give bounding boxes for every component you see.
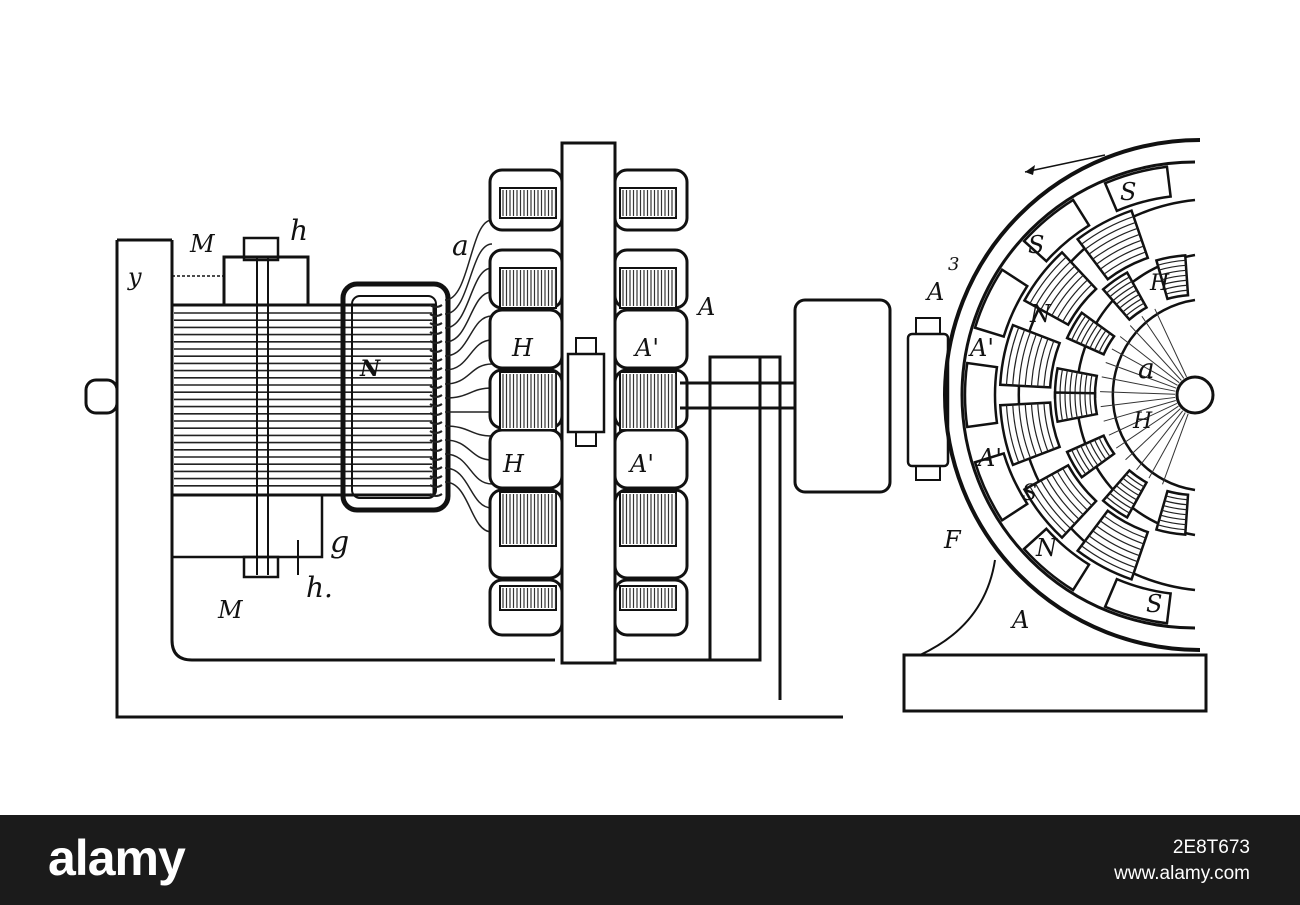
label-A1-lower: A' xyxy=(628,450,654,478)
site-url: www.alamy.com xyxy=(1114,863,1250,884)
diagram: y M h a A N H A' H A' g M h. A 3 S S N A… xyxy=(84,138,1215,719)
field-pole-blocks xyxy=(963,165,1190,625)
disk-hub-clamp xyxy=(566,352,606,434)
label-A-right: A xyxy=(696,293,715,321)
coupling xyxy=(906,332,950,468)
armature-coil-stack xyxy=(488,168,689,637)
connecting-wires xyxy=(444,219,493,533)
brand-logo: alamy xyxy=(48,830,186,886)
shaft-hub xyxy=(1175,375,1215,415)
label-A1-ring-lower: A' xyxy=(976,444,1002,472)
outer-frame-ring xyxy=(943,138,1201,652)
label-N-core: N xyxy=(359,356,381,382)
spoke-lines xyxy=(1100,308,1189,485)
label-g: g xyxy=(330,525,349,560)
label-A-ring-bottom: A xyxy=(1010,606,1029,634)
field-coil-end xyxy=(340,281,451,513)
label-a: a xyxy=(452,229,469,262)
end-view xyxy=(902,138,1215,713)
label-S-bottom: S xyxy=(1146,590,1162,618)
pulley xyxy=(793,298,892,494)
coil-windings xyxy=(429,304,443,497)
label-y: y xyxy=(127,263,142,291)
watermark-footer: alamy 2E8T673 www.alamy.com xyxy=(0,815,1300,905)
label-H-ring-upper: H xyxy=(1149,271,1170,296)
label-H-ring-lower: H xyxy=(1132,409,1153,434)
label-h-bottom: h. xyxy=(306,571,333,604)
label-M-top: M xyxy=(189,230,216,258)
label-H-lower: H xyxy=(502,450,525,478)
label-N-ring-lower: N xyxy=(1035,534,1058,562)
label-S-ring-lower: S xyxy=(1022,481,1037,506)
armature-disk xyxy=(560,141,617,665)
side-elevation-view xyxy=(84,141,892,719)
bearing-cap-top xyxy=(222,255,310,307)
label-A1-ring-upper: A' xyxy=(968,334,994,362)
end-view-base xyxy=(902,653,1208,713)
label-F: F xyxy=(943,526,962,554)
label-A3: A xyxy=(925,278,944,306)
label-h-top: h xyxy=(290,214,308,247)
image-id: 2E8T673 xyxy=(1172,837,1250,858)
lamination-lines xyxy=(174,312,432,487)
bearing-cap-bottom xyxy=(170,493,324,559)
label-H-upper: H xyxy=(511,334,534,362)
label-A1-upper: A' xyxy=(633,334,659,362)
label-S-top-right: S xyxy=(1120,178,1136,206)
label-a-center: a xyxy=(1138,352,1155,385)
label-S-top: S xyxy=(1028,231,1044,259)
label-M-bottom: M xyxy=(217,596,244,624)
label-N-ring-upper: N xyxy=(1029,300,1052,328)
label-A3-superscript: 3 xyxy=(948,254,959,275)
shaft-stub xyxy=(84,378,119,415)
